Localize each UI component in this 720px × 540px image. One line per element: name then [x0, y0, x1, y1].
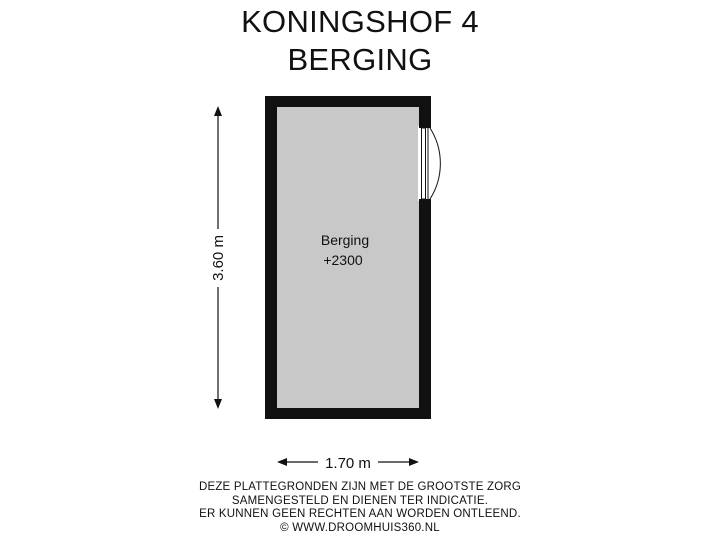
height-arrow-top — [214, 106, 222, 116]
door-jamb-bottom — [419, 199, 431, 203]
width-arrow-right — [409, 458, 419, 466]
height-arrow-bottom — [214, 399, 222, 409]
plan-title-floor: BERGING — [287, 42, 433, 77]
door-leaf — [421, 127, 426, 200]
height-label-gap — [208, 229, 228, 287]
room-level-label: +2300 — [323, 252, 363, 268]
door-swing-arc — [429, 127, 441, 200]
disclaimer-line-2: SAMENGESTELD EN DIENEN TER INDICATIE. — [231, 494, 489, 507]
width-label-gap — [318, 452, 378, 472]
width-dimension: 1.70 m — [277, 452, 419, 472]
plan-title-address: KONINGSHOF 4 — [241, 4, 479, 39]
room-name-label: Berging — [321, 232, 369, 248]
disclaimer: DEZE PLATTEGRONDEN ZIJN MET DE GROOTSTE … — [0, 481, 720, 535]
width-dimension-label: 1.70 m — [325, 455, 371, 472]
room-floor — [277, 107, 419, 408]
disclaimer-line-3: ER KUNNEN GEEN RECHTEN AAN WORDEN ONTLEE… — [199, 508, 521, 520]
door-jamb-top — [419, 124, 431, 128]
copyright-line: © WWW.DROOMHUIS360.NL — [280, 521, 440, 534]
height-dimension-label: 3.60 m — [210, 235, 227, 281]
width-arrow-left — [277, 458, 287, 466]
disclaimer-line-1: DEZE PLATTEGRONDEN ZIJN MET DE GROOTSTE … — [198, 481, 522, 493]
height-dimension: 3.60 m — [208, 106, 228, 409]
